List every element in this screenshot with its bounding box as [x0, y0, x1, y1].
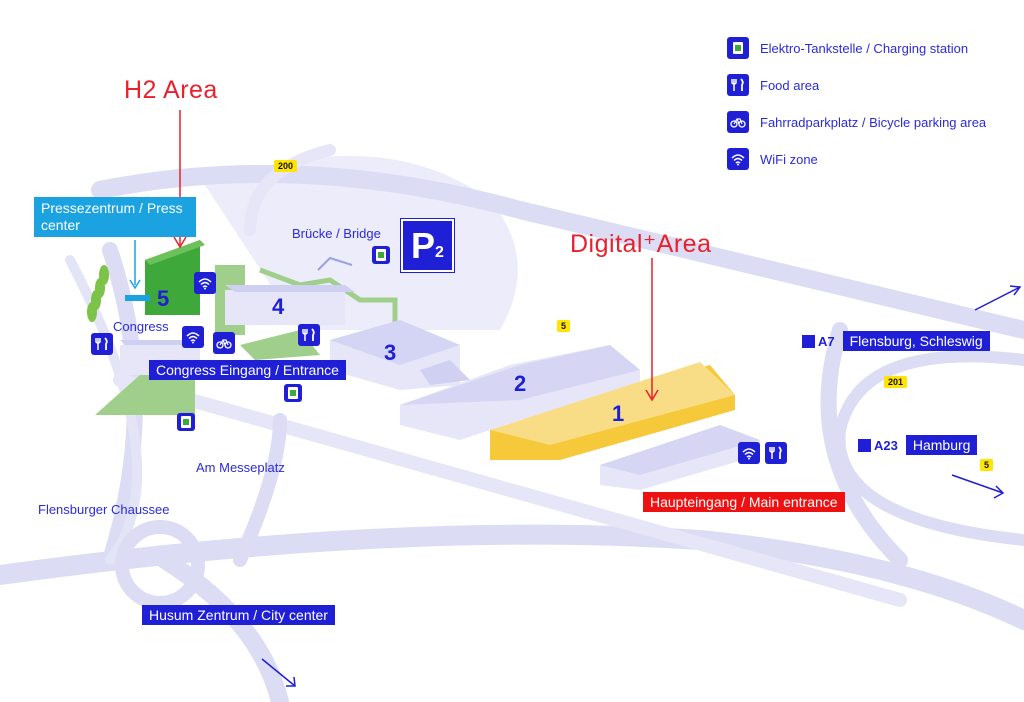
press-center-label: Pressezentrum / Press center	[34, 197, 196, 237]
legend-charging: Elektro-Tankstelle / Charging station	[727, 37, 986, 59]
wifi-icon	[182, 326, 204, 348]
parking-number: 2	[435, 243, 444, 261]
charging-station-icon	[727, 37, 749, 59]
legend-charging-label: Elektro-Tankstelle / Charging station	[760, 40, 969, 56]
hall-1-number: 1	[612, 401, 625, 426]
congress-entrance-label: Congress Eingang / Entrance	[149, 360, 346, 380]
motorway-icon: A7	[802, 334, 835, 349]
road-5-badge-east: 5	[980, 459, 994, 471]
bicycle-icon	[213, 332, 235, 354]
legend-wifi: WiFi zone	[727, 148, 986, 170]
hall-5-number: 5	[157, 286, 170, 311]
halls	[120, 240, 760, 490]
legend-bicycle-label: Fahrradparkplatz / Bicycle parking area	[760, 114, 987, 130]
hall-3-number: 3	[384, 340, 397, 365]
roundabout	[115, 520, 205, 610]
legend-bicycle: Fahrradparkplatz / Bicycle parking area	[727, 111, 986, 133]
highway-a23: A23 Hamburg	[858, 435, 978, 455]
a7-destination: Flensburg, Schleswig	[842, 331, 990, 351]
food-icon	[298, 324, 320, 346]
congress-label: Congress	[113, 319, 169, 334]
charging-station-icon	[372, 246, 390, 264]
food-icon	[765, 442, 787, 464]
trees	[87, 265, 109, 322]
roads	[0, 144, 1024, 702]
hall-2-number: 2	[514, 371, 527, 396]
bicycle-icon	[727, 111, 749, 133]
a23-code: A23	[874, 437, 898, 453]
road-5-badge: 5	[557, 320, 571, 332]
a23-destination: Hamburg	[905, 435, 978, 455]
legend-wifi-label: WiFi zone	[760, 151, 818, 167]
flensburger-chaussee-label: Flensburger Chaussee	[38, 502, 170, 517]
charging-station-icon	[284, 384, 302, 402]
main-entrance-label: Haupteingang / Main entrance	[643, 492, 845, 512]
food-icon	[727, 74, 749, 96]
husum-zentrum-label: Husum Zentrum / City center	[142, 605, 335, 625]
digital-area-title: Digital⁺Area	[570, 230, 712, 258]
bridge-line	[317, 256, 353, 271]
legend: Elektro-Tankstelle / Charging station Fo…	[727, 37, 986, 185]
parking-letter: P	[411, 224, 436, 266]
press-arrow	[129, 240, 141, 290]
highway-a7: A7 Flensburg, Schleswig	[802, 331, 990, 351]
a7-code: A7	[818, 333, 835, 349]
wifi-icon	[738, 442, 760, 464]
road-200-badge: 200	[274, 160, 298, 172]
road-201-badge: 201	[884, 376, 908, 388]
am-messeplatz-label: Am Messeplatz	[196, 460, 285, 475]
charging-station-icon	[177, 413, 195, 431]
h2-area-title: H2 Area	[124, 76, 218, 104]
wifi-icon	[727, 148, 749, 170]
bridge-label: Brücke / Bridge	[292, 226, 381, 241]
food-icon	[91, 333, 113, 355]
direction-arrows	[261, 285, 1022, 687]
legend-food-label: Food area	[760, 77, 820, 93]
hall-4-number: 4	[272, 294, 285, 319]
motorway-icon: A23	[858, 438, 898, 453]
wifi-icon	[194, 272, 216, 294]
legend-food: Food area	[727, 74, 986, 96]
